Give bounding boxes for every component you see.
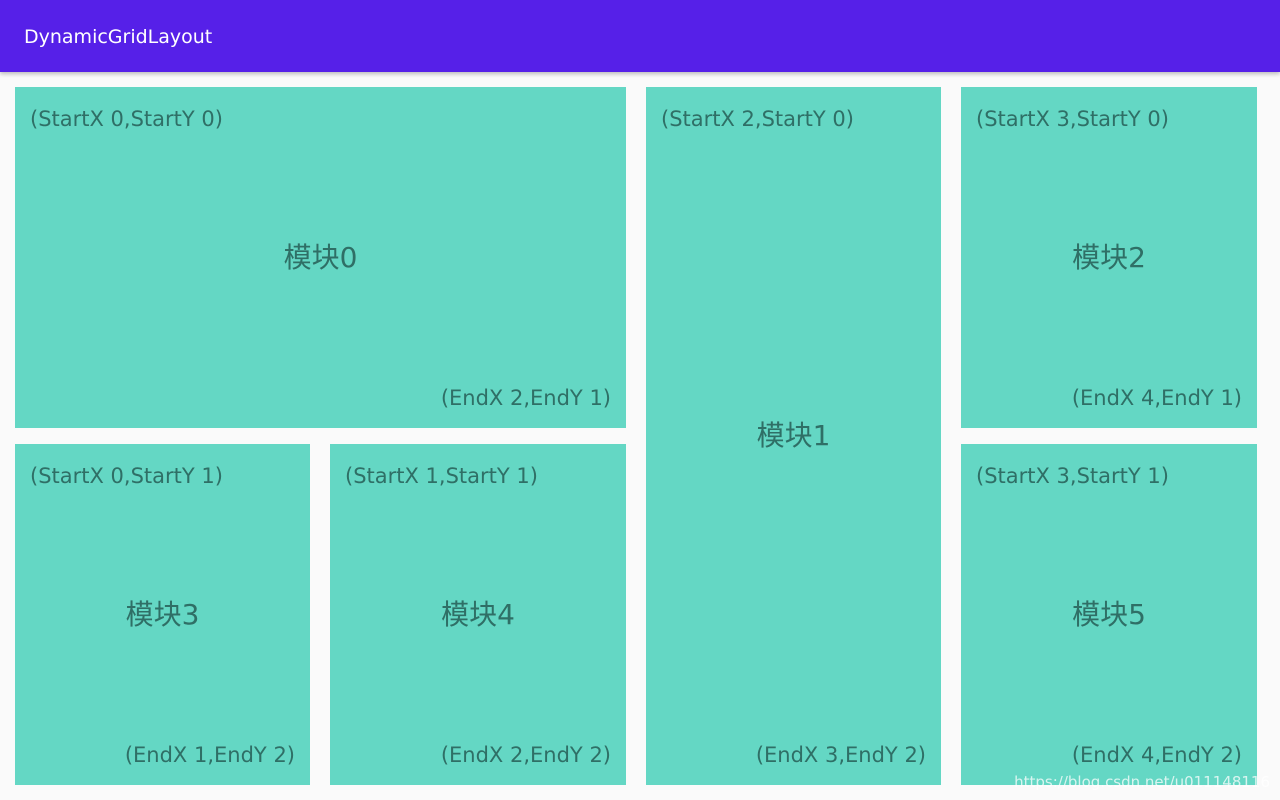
- grid-tile-5[interactable]: (StartX 3,StartY 1) 模块5 (EndX 4,EndY 2): [961, 444, 1257, 785]
- tile-start-coordinates: (StartX 0,StartY 0): [30, 107, 223, 131]
- grid-tile-2[interactable]: (StartX 3,StartY 0) 模块2 (EndX 4,EndY 1): [961, 87, 1257, 428]
- tile-label: 模块4: [441, 597, 515, 631]
- tile-end-coordinates: (EndX 1,EndY 2): [124, 743, 295, 767]
- tile-start-coordinates: (StartX 1,StartY 1): [345, 464, 538, 488]
- grid-tile-3[interactable]: (StartX 0,StartY 1) 模块3 (EndX 1,EndY 2): [15, 444, 310, 785]
- watermark-text: https://blog.csdn.net/u011148116: [1014, 773, 1270, 791]
- grid-tile-0[interactable]: (StartX 0,StartY 0) 模块0 (EndX 2,EndY 1): [15, 87, 626, 428]
- tile-end-coordinates: (EndX 4,EndY 1): [1071, 386, 1242, 410]
- tile-start-coordinates: (StartX 0,StartY 1): [30, 464, 223, 488]
- app-bar: DynamicGridLayout: [0, 0, 1280, 72]
- tile-end-coordinates: (EndX 4,EndY 2): [1071, 743, 1242, 767]
- tile-label: 模块2: [1072, 240, 1146, 274]
- grid-tile-1[interactable]: (StartX 2,StartY 0) 模块1 (EndX 3,EndY 2): [646, 87, 941, 785]
- tile-end-coordinates: (EndX 2,EndY 2): [440, 743, 611, 767]
- grid-tile-4[interactable]: (StartX 1,StartY 1) 模块4 (EndX 2,EndY 2): [330, 444, 626, 785]
- tile-start-coordinates: (StartX 3,StartY 1): [976, 464, 1169, 488]
- app-title: DynamicGridLayout: [24, 26, 213, 48]
- tile-label: 模块5: [1072, 597, 1146, 631]
- tile-end-coordinates: (EndX 2,EndY 1): [440, 386, 611, 410]
- tile-label: 模块1: [756, 419, 831, 452]
- tile-start-coordinates: (StartX 3,StartY 0): [976, 107, 1169, 131]
- tile-start-coordinates: (StartX 2,StartY 0): [661, 107, 854, 131]
- tile-label: 模块0: [283, 240, 358, 274]
- tile-end-coordinates: (EndX 3,EndY 2): [755, 743, 926, 767]
- tile-label: 模块3: [125, 597, 200, 631]
